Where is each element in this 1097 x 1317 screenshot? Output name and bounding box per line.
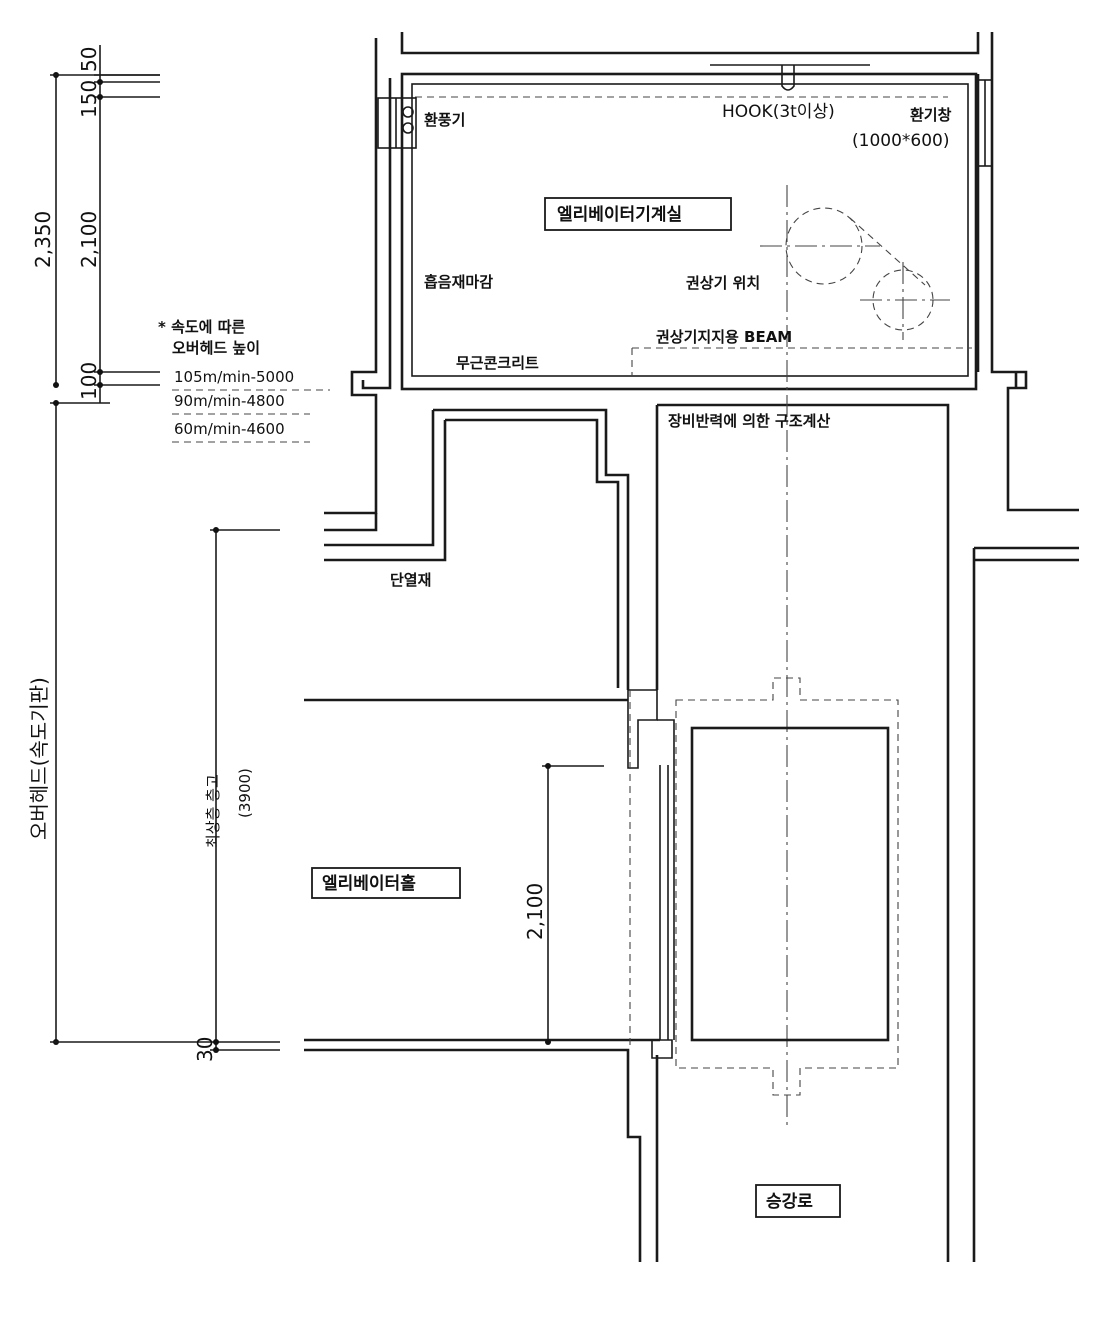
dimension-lines xyxy=(50,45,604,1053)
dim-2100-machine-room: 2,100 xyxy=(77,211,101,268)
speed-note-row: 90m/min-4800 xyxy=(174,392,285,410)
speed-note-title-2: 오버헤드 높이 xyxy=(172,339,260,357)
room-labels: 엘리베이터기계실 엘리베이터홀 승강로 HOOK(3t이상) 환기창 (1000… xyxy=(311,102,952,1218)
speed-note-row: 105m/min-5000 xyxy=(174,368,294,386)
elevator-hall-label: 엘리베이터홀 xyxy=(322,873,416,894)
plain-concrete-label: 무근콘크리트 xyxy=(456,354,539,372)
speed-note-title-1: * 속도에 따른 xyxy=(158,318,245,336)
machine-room-details xyxy=(377,64,993,1125)
speed-note-row: 60m/min-4600 xyxy=(174,420,285,438)
ventilator-label: 환풍기 xyxy=(424,111,465,129)
building-walls xyxy=(304,32,1079,1262)
hoist-position-label: 권상기 위치 xyxy=(686,274,760,292)
dimension-texts: 50 150 2,350 2,100 100 2,100 30 오버헤드(속도기… xyxy=(27,47,547,1062)
machine-room-label: 엘리베이터기계실 xyxy=(557,205,682,225)
top-floor-height-label: 최상층 층고 xyxy=(204,774,222,848)
elevator-car xyxy=(629,677,899,1096)
structural-calc-label: 장비반력에 의한 구조계산 xyxy=(668,412,830,430)
top-floor-height-value: (3900) xyxy=(236,768,254,818)
overhead-label: 오버헤드(속도기판) xyxy=(27,677,51,840)
dim-30: 30 xyxy=(193,1037,217,1062)
dim-2350: 2,350 xyxy=(31,211,55,268)
ventilation-window-label: 환기창 xyxy=(910,106,952,124)
sound-absorbing-finish-label: 흡음재마감 xyxy=(424,273,493,291)
dim-150: 150 xyxy=(77,80,101,118)
dim-2100-door: 2,100 xyxy=(523,883,547,940)
speed-note: * 속도에 따른 오버헤드 높이 105m/min-5000 90m/min-4… xyxy=(158,318,330,443)
hook-label: HOOK(3t이상) xyxy=(722,102,835,122)
ventilator-icon xyxy=(377,97,417,149)
dim-100: 100 xyxy=(77,362,101,400)
hoist-support-beam-label: 권상기지지용 BEAM xyxy=(656,328,792,346)
insulation-label: 단열재 xyxy=(390,571,431,589)
dim-50: 50 xyxy=(77,47,101,72)
ventilation-window-size: (1000*600) xyxy=(852,131,949,151)
hoist-sheave-icon xyxy=(785,207,863,285)
hoistway-label: 승강로 xyxy=(766,1192,813,1212)
